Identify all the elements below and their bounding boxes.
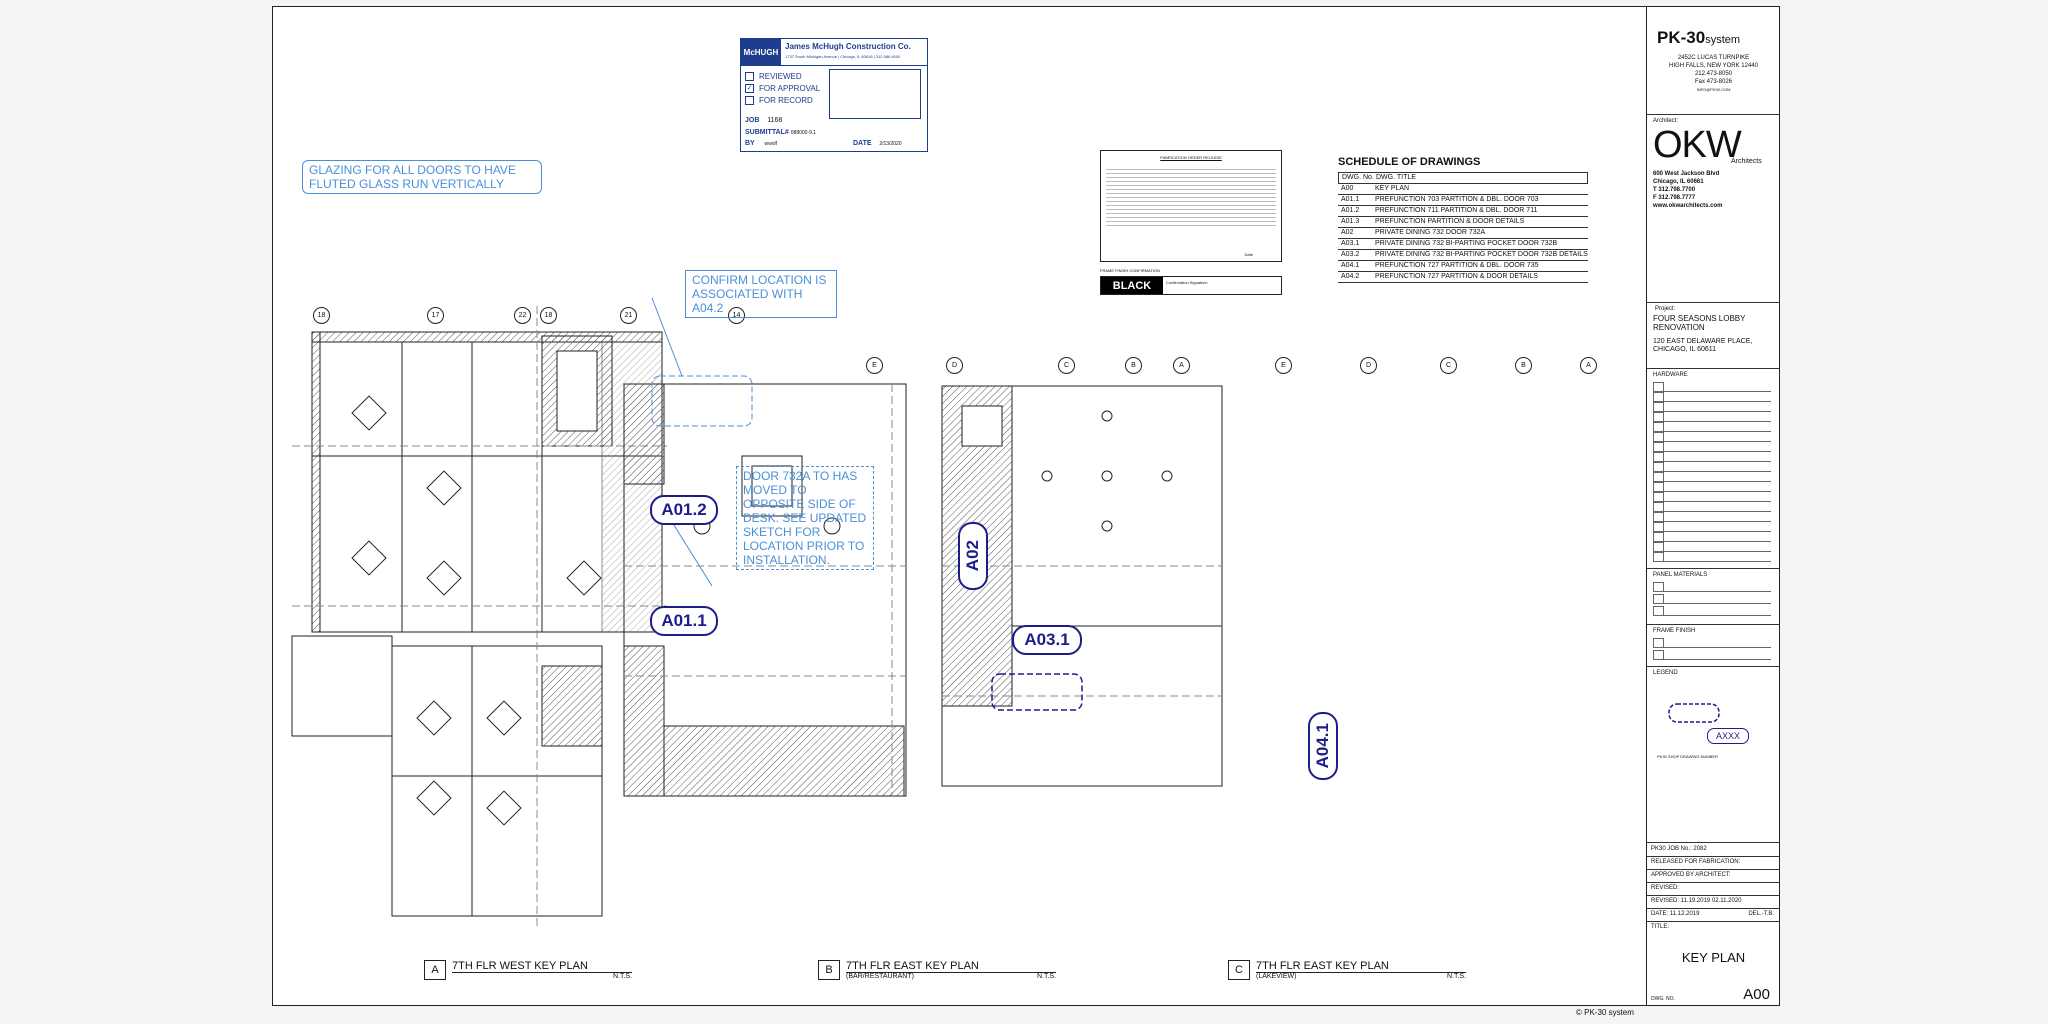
project-address: 120 EAST DELAWARE PLACE,CHICAGO, IL 6061… (1653, 338, 1753, 353)
checkbox-checked-icon: ✓ (745, 84, 754, 94)
hardware-label: HARDWARE (1653, 372, 1688, 378)
legend-label: LEGEND (1653, 670, 1678, 676)
grid-bubble: D (1360, 357, 1377, 374)
stamp-job: JOB 1168 (745, 117, 783, 124)
plan-label-c: C 7TH FLR EAST KEY PLAN(LAKEVIEW)N.T.S. (1228, 960, 1466, 980)
grid-bubble: E (1275, 357, 1292, 374)
grid-bubble: 14 (728, 307, 745, 324)
schedule-header: DWG. No.DWG. TITLE (1338, 172, 1588, 184)
okw-logo-sub: Architects (1731, 158, 1762, 165)
frame-finish-tb-label: FRAME FINISH (1653, 628, 1696, 634)
pk30-logo: PK-30system (1657, 28, 1741, 47)
drawing-tag-a01-2[interactable]: A01.2 (650, 495, 718, 525)
dwg-no-label: DWG. NO. (1651, 996, 1675, 1002)
frame-color-value: BLACK (1101, 277, 1163, 294)
stamp-submittal: SUBMITTAL# 088000-9.1 (745, 129, 817, 136)
approved-by-architect: APPROVED BY ARCHITECT: (1651, 872, 1731, 878)
grid-bubble: 18 (540, 307, 557, 324)
grid-bubble: 18 (313, 307, 330, 324)
stamp-address: 1737 South Michigan Avenue | Chicago, IL… (785, 54, 901, 59)
plan-b-drawing (623, 375, 907, 797)
grid-bubble: E (866, 357, 883, 374)
revised-label: REVISED: (1651, 885, 1680, 891)
stamp-disclaimer-box (829, 69, 921, 119)
released-for-fabrication: RELEASED FOR FABRICATION: (1651, 859, 1741, 865)
frame-finish-label: FRAME FINISH CONFIRMATION (1100, 268, 1160, 273)
grid-bubble: B (1515, 357, 1532, 374)
checkbox-icon (745, 96, 754, 106)
stamp-company: James McHugh Construction Co. (785, 42, 911, 51)
architect-label: Architect: (1653, 118, 1679, 124)
release-date-label: Date (1244, 252, 1253, 257)
door-relocation-note: DOOR 732A TO HAS MOVED TO OPPOSITE SIDE … (736, 466, 874, 570)
stamp-date: DATE 2/13/2020 (853, 140, 902, 147)
grid-bubble: 21 (620, 307, 637, 324)
grid-bubble: D (946, 357, 963, 374)
pk30-job-no: PK30 JOB No.: 2082 (1651, 846, 1707, 852)
release-body-text (1106, 166, 1276, 226)
drawing-tag-a02[interactable]: A02 (958, 522, 988, 590)
grid-bubble: A (1580, 357, 1597, 374)
legend-caption: PK30 SHOP DRAWING NUMBER (1657, 754, 1718, 759)
stamp-logo: McHUGH (741, 39, 781, 65)
title-label: TITLE: (1651, 924, 1670, 930)
drawing-tag-a04-1[interactable]: A04.1 (1308, 712, 1338, 780)
issue-date: DATE: 11.12.2019 (1651, 911, 1700, 917)
project-label: Project: (1655, 306, 1676, 312)
stamp-option-approval: ✓FOR APPROVAL (745, 84, 821, 94)
legend-symbol (1668, 703, 1720, 723)
dwg-no: A00 (1743, 986, 1770, 1003)
legend-tag: AXXX (1707, 728, 1749, 744)
grid-bubble: 17 (427, 307, 444, 324)
schedule-title: SCHEDULE OF DRAWINGS (1338, 156, 1481, 168)
stamp-option-reviewed: REVIEWED (745, 71, 820, 83)
project-name: FOUR SEASONS LOBBY RENOVATION (1653, 314, 1746, 332)
stamp-option-record: FOR RECORD (745, 95, 820, 107)
grid-bubble: C (1058, 357, 1075, 374)
checkbox-icon (745, 72, 754, 82)
copyright: © PK-30 system (1576, 1008, 1634, 1017)
review-stamp: McHUGH James McHugh Construction Co. 173… (740, 38, 928, 152)
plan-label-b: B 7TH FLR EAST KEY PLAN(BAR/RESTAURANT)N… (818, 960, 1056, 980)
confirm-location-note: CONFIRM LOCATION IS ASSOCIATED WITH A04.… (685, 270, 837, 318)
grid-bubble: C (1440, 357, 1457, 374)
floor-plans-drawing (291, 297, 1223, 926)
plan-c-drawing (941, 385, 1223, 787)
glazing-note: GLAZING FOR ALL DOORS TO HAVE FLUTED GLA… (302, 160, 542, 194)
grid-bubble: B (1125, 357, 1142, 374)
revised-dates: REVISED: 11.19.2019 02.11.2020 (1651, 898, 1742, 904)
panel-materials-label: PANEL MATERIALS (1653, 572, 1708, 578)
sheet-title: KEY PLAN (1681, 950, 1746, 965)
drawing-schedule: SCHEDULE OF DRAWINGS DWG. No.DWG. TITLE … (1338, 156, 1588, 283)
stamp-by: BY wwolf (745, 140, 777, 147)
frame-finish-box: BLACK Confirmation Signature: (1100, 276, 1282, 295)
drawing-tag-a03-1[interactable]: A03.1 (1012, 625, 1082, 655)
plan-a-drawing (291, 306, 667, 926)
drawn-by: DEL.-T.B. (1748, 911, 1774, 917)
confirmation-signature-label: Confirmation Signature: (1166, 280, 1209, 285)
fabrication-release: FABRICATION ORDER RELEASE Date (1100, 150, 1282, 262)
release-title: FABRICATION ORDER RELEASE (1160, 155, 1222, 160)
grid-bubble: A (1173, 357, 1190, 374)
grid-bubble: 22 (514, 307, 531, 324)
okw-logo: OKW (1653, 124, 1742, 166)
drawing-tag-a01-1[interactable]: A01.1 (650, 606, 718, 636)
